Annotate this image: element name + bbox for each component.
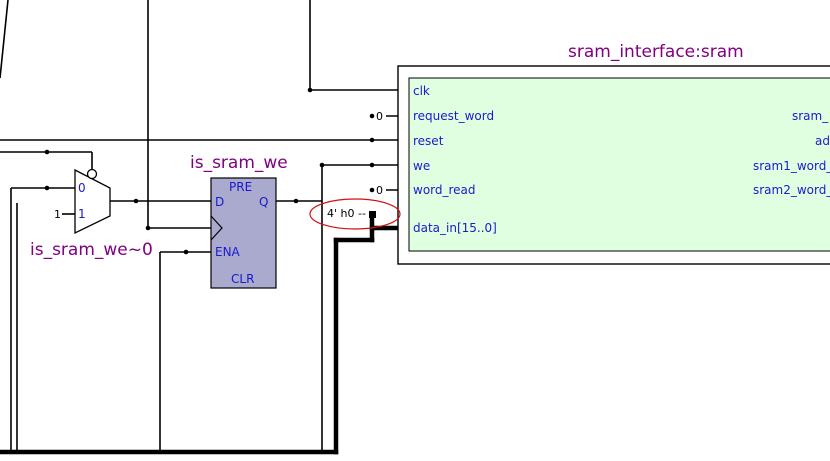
mux-body (74, 168, 111, 235)
junction-dot (293, 198, 299, 204)
mux-select-bubble-icon (86, 168, 98, 180)
buses (0, 212, 401, 455)
junction-dot (133, 198, 139, 204)
constant-4h0[interactable]: 4' h0 -- (309, 198, 401, 230)
sram-pin-request-word: request_word (413, 109, 494, 123)
junction-dot (145, 225, 151, 231)
sram-pin-we: we (413, 159, 430, 173)
sram-pin-data-in: data_in[15..0] (413, 221, 497, 235)
register-pin-d: D (215, 195, 224, 209)
mux-title: is_sram_we~0 (30, 240, 153, 260)
sram-inner-box (408, 77, 830, 252)
junction-dot (307, 87, 313, 93)
sram-pin-reset: reset (413, 134, 444, 148)
junctions (44, 87, 376, 255)
wire-top-left (0, 0, 9, 79)
junction-dot (369, 187, 375, 193)
register-title: is_sram_we (190, 153, 288, 173)
sram-out-sram: sram_ (792, 109, 829, 123)
register-is-sram-we[interactable]: is_sram_we PRE D Q ENA CLR (190, 153, 288, 289)
register-pin-clr: CLR (231, 272, 254, 286)
junction-dot (369, 162, 375, 168)
register-pin-pre: PRE (229, 180, 252, 194)
junction-dot (44, 185, 50, 191)
mux-pin-1: 1 (78, 207, 86, 221)
mux-pin-0: 0 (78, 181, 86, 195)
mux-is-sram-we-0[interactable]: 0 1 1 is_sram_we~0 (30, 168, 153, 261)
sram-pin-word-read: word_read (413, 183, 476, 197)
const-request-word: 0 (376, 110, 383, 123)
register-pin-ena: ENA (215, 245, 241, 259)
clock-triangle-icon (210, 215, 223, 241)
junction-dot (369, 113, 375, 119)
const-word-read: 0 (376, 184, 383, 197)
junction-dot (319, 162, 325, 168)
sram-interface-instance[interactable]: sram_interface:sram clk request_word res… (376, 42, 830, 265)
junction-dot (183, 249, 189, 255)
mux-const-1: 1 (54, 208, 61, 221)
sram-out-sram2-word: sram2_word_ (753, 183, 830, 197)
junction-dot (44, 149, 50, 155)
sram-pin-clk: clk (413, 84, 430, 98)
sram-instance-title: sram_interface:sram (568, 42, 744, 62)
constant-label: 4' h0 -- (327, 207, 366, 220)
register-pin-q: Q (259, 195, 268, 209)
wires (0, 0, 410, 452)
junction-dot (369, 211, 376, 218)
sram-out-sram1-word: sram1_word_ (753, 159, 830, 173)
junction-dot (369, 137, 375, 143)
highlight-ellipse (309, 198, 401, 230)
register-body (210, 177, 277, 289)
sram-out-ad: ad (815, 134, 830, 148)
